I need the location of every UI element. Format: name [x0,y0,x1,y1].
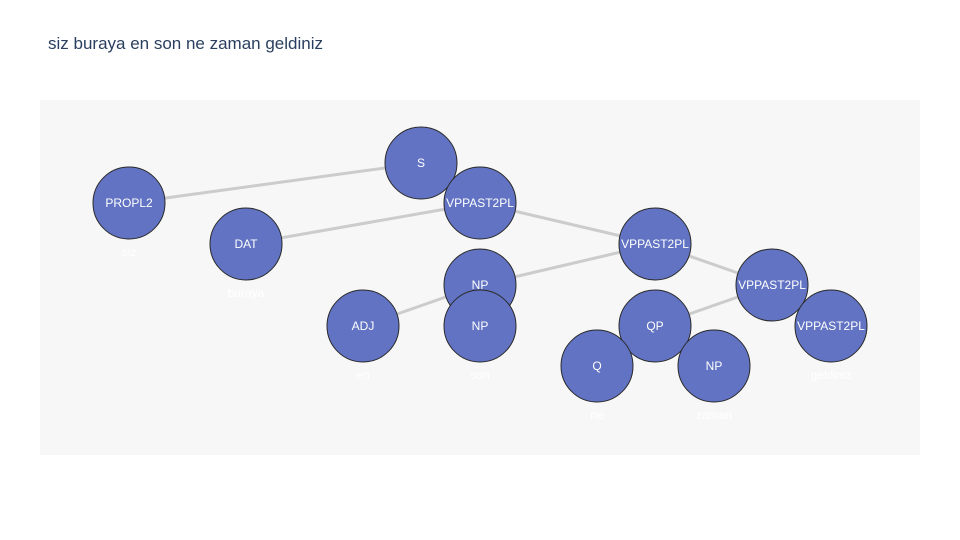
node-label: VPPAST2PL [797,319,865,333]
leaf-word: zaman [696,408,732,422]
node-circle [326,289,400,363]
tree-node-dat: DAT buraya [209,207,283,300]
node-label: DAT [234,237,258,251]
tree-node-vp3: VPPAST2PL [735,248,809,322]
tree-node-np3: NP zaman [677,329,751,422]
diagram-title: siz buraya en son ne zaman geldiniz [48,34,323,53]
node-label: NP [472,278,489,292]
node-label: ADJ [352,319,375,333]
edge-VP1-DAT [245,201,481,246]
leaf-word: buraya [228,286,265,300]
tree-node-qp: QP [618,289,692,363]
edge-S-PROPL2 [128,161,422,205]
tree-node-propl2: PROPL2 siz [92,166,166,259]
node-label: VPPAST2PL [738,278,806,292]
node-circle [618,207,692,281]
tree-node-np2: NP son [443,289,517,382]
leaf-word: ne [590,408,604,422]
tree-node-adj: ADJ en [326,289,400,382]
leaf-word: siz [122,245,137,259]
tree-node-vp2: VPPAST2PL [618,207,692,281]
node-circle [443,166,517,240]
node-label: PROPL2 [105,196,153,210]
node-label: VPPAST2PL [621,237,689,251]
node-circle [560,329,634,403]
node-circle [794,289,868,363]
node-label: NP [706,359,723,373]
tree-node-q: Qne [560,329,634,422]
node-circle [92,166,166,240]
node-label: S [417,156,425,170]
leaf-word: son [470,368,489,382]
node-circle [443,289,517,363]
node-circle [618,289,692,363]
node-label: VPPAST2PL [446,196,514,210]
leaf-word: en [356,368,369,382]
node-circle [735,248,809,322]
tree-node-vp4: VPPAST2PL geldiniz [794,289,868,382]
node-label: Q [592,359,601,373]
node-circle [209,207,283,281]
tree-node-s: S [384,126,458,200]
node-circle [384,126,458,200]
node-label: QP [646,319,663,333]
node-label: NP [472,319,489,333]
leaf-word: geldiniz [811,368,852,382]
node-circle [677,329,751,403]
tree-node-vp1: VPPAST2PL [443,166,517,240]
